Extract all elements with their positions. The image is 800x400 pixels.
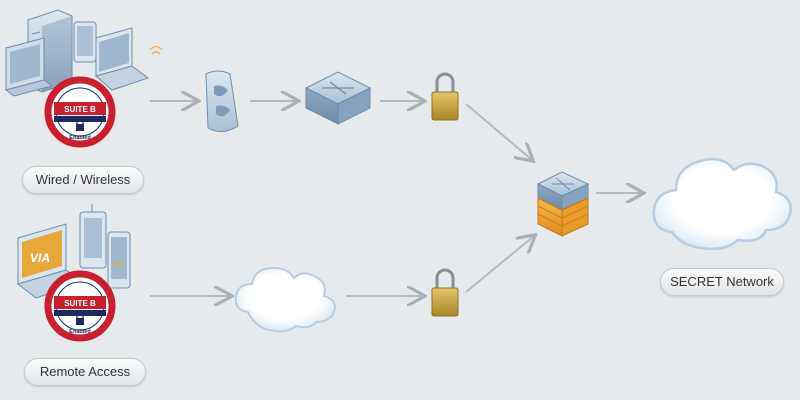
arrow-lock-to-controller-bottom [465, 236, 534, 293]
wifi-icon [149, 45, 163, 55]
remote-access-devices: VIA VIA [16, 204, 131, 299]
monitor-icon [4, 37, 54, 97]
access-point-icon [205, 70, 239, 132]
suite-b-badge-top: SUITE B Enabled [44, 76, 116, 148]
badge-suite-label: SUITE B [64, 105, 96, 114]
badge-lock-icon [76, 117, 84, 131]
arrow-lock-to-controller-top [465, 103, 532, 160]
phone-icon: VIA [107, 231, 131, 289]
label-remote-access: Remote Access [24, 358, 146, 386]
padlock-icon-bottom [431, 268, 459, 317]
connection-arrows [150, 101, 642, 296]
cloud-icon-remote [234, 266, 336, 333]
wired-wireless-devices [4, 9, 163, 97]
badge-lock-icon [76, 311, 84, 325]
via-phone-label: VIA [112, 261, 124, 268]
access-device-icon [79, 204, 107, 269]
cloud-icon-secret-network [652, 157, 792, 251]
suite-b-badge-bottom: SUITE B Enabled [44, 270, 116, 342]
via-laptop-icon: VIA [16, 223, 86, 299]
via-label: VIA [30, 251, 50, 265]
laptop-icon [94, 27, 150, 91]
badge-enabled-label: Enabled [69, 135, 90, 141]
label-secret-network: SECRET Network [660, 268, 784, 296]
tablet-icon [73, 21, 97, 63]
switch-icon [304, 71, 372, 125]
badge-enabled-label: Enabled [69, 329, 90, 335]
padlock-icon-top [431, 72, 459, 121]
badge-suite-label: SUITE B [64, 299, 96, 308]
controller-icon [536, 171, 590, 237]
label-wired-wireless: Wired / Wireless [22, 166, 144, 194]
